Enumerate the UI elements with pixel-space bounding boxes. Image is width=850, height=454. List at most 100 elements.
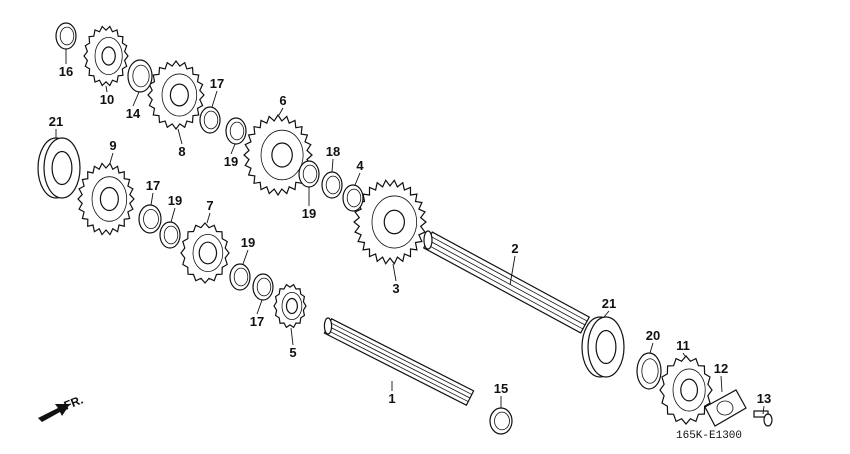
gear-3-face: [371, 195, 418, 249]
front-direction-arrow: FR.: [38, 393, 85, 424]
gear-5: [273, 283, 307, 329]
part-label-21: 21: [49, 114, 63, 129]
gear-10-bore: [101, 46, 116, 66]
leader-9: [109, 152, 114, 164]
leader-21: [603, 310, 610, 318]
mainshaft-2-spline: [427, 239, 586, 326]
washer-19c-inner: [163, 225, 179, 245]
washer-18-inner: [325, 175, 341, 195]
leader-10: [105, 85, 108, 93]
countershaft-1-spline: [326, 329, 469, 402]
leader-19: [242, 249, 249, 265]
part-label-19: 19: [241, 235, 255, 250]
part-label-13: 13: [757, 391, 771, 406]
clip-17b: [138, 204, 162, 234]
sprocket-11: [659, 355, 713, 425]
gear-7-bore: [198, 241, 218, 265]
leader-20: [649, 342, 654, 354]
countershaft-1-end: [323, 317, 333, 335]
washer-19c: [159, 221, 181, 249]
washer-19d-inner: [233, 267, 249, 287]
leader-14: [132, 91, 140, 107]
arrow-icon: [38, 404, 70, 424]
mainshaft-2-end: [423, 230, 433, 250]
part-label-17: 17: [250, 314, 264, 329]
part-label-20: 20: [646, 328, 660, 343]
bearing-21a-bore: [51, 150, 73, 186]
mainshaft-2-spline: [425, 243, 584, 330]
leader-4: [354, 172, 361, 186]
clip-17b-outer: [138, 204, 162, 234]
part-label-17: 17: [210, 76, 224, 91]
gear-6: [243, 113, 313, 197]
part-label-14: 14: [126, 106, 141, 121]
washer-19b-inner: [302, 164, 318, 184]
leader-7: [206, 212, 211, 224]
part-label-9: 9: [109, 138, 116, 153]
mainshaft-2: [422, 230, 591, 334]
part-label-18: 18: [326, 144, 340, 159]
gear-6-bore: [271, 142, 293, 168]
clip-17c-outer: [252, 273, 274, 301]
part-label-10: 10: [100, 92, 114, 107]
clip-17a-outer: [199, 106, 221, 134]
washer-19b: [298, 160, 320, 188]
gear-8: [147, 59, 205, 131]
washer-15: [489, 407, 513, 435]
leader-17: [256, 299, 263, 315]
leader-lines: [55, 49, 765, 415]
washer-19a-inner: [229, 121, 245, 141]
clip-17c: [252, 273, 274, 301]
bearing-21b: [581, 316, 625, 378]
bushing-4-outer: [342, 184, 364, 212]
plate-12-hole: [716, 400, 734, 416]
bearing-21a: [37, 137, 81, 199]
washer-18: [321, 171, 343, 199]
gear-5-bore: [285, 297, 298, 315]
part-label-11: 11: [676, 338, 690, 353]
countershaft-1: [323, 317, 475, 406]
leader-5: [290, 327, 294, 346]
gear-3-bore: [383, 209, 406, 235]
leader-11: [682, 352, 686, 357]
leader-17: [211, 90, 218, 108]
gear-10: [83, 25, 129, 87]
leader-18: [331, 158, 334, 173]
washer-14-inner: [132, 64, 150, 88]
clip-17a: [199, 106, 221, 134]
bolt-13-head: [763, 413, 773, 427]
part-label-19: 19: [224, 154, 238, 169]
direction-label: FR.: [62, 393, 85, 413]
plate-12-body: [704, 389, 747, 427]
gear-6-face: [260, 129, 304, 181]
gear-7-face: [192, 233, 224, 272]
part-label-8: 8: [178, 144, 185, 159]
clip-17b-inner: [143, 209, 159, 229]
part-label-16: 16: [59, 64, 73, 79]
part-label-12: 12: [714, 361, 728, 376]
part-label-15: 15: [494, 381, 508, 396]
oil-seal-20: [636, 352, 662, 390]
washer-19d-outer: [229, 263, 251, 291]
gear-7: [180, 222, 230, 284]
part-label-6: 6: [279, 93, 286, 108]
part-label-19: 19: [302, 206, 316, 221]
washer-14-outer: [127, 59, 153, 93]
countershaft-1-spline: [327, 325, 471, 399]
leader-6: [278, 107, 284, 116]
washer-15-inner: [494, 411, 510, 431]
bushing-4: [342, 184, 364, 212]
gear-8-bore: [169, 83, 189, 107]
part-label-5: 5: [289, 345, 296, 360]
washer-16: [55, 22, 77, 50]
part-label-19: 19: [168, 193, 182, 208]
washer-16-inner: [59, 26, 75, 46]
gear-9-bore: [99, 186, 119, 212]
leader-8: [177, 128, 183, 145]
part-label-3: 3: [392, 281, 399, 296]
leader-17: [150, 192, 154, 206]
clip-17a-inner: [203, 110, 219, 130]
plate-12: [704, 389, 747, 427]
